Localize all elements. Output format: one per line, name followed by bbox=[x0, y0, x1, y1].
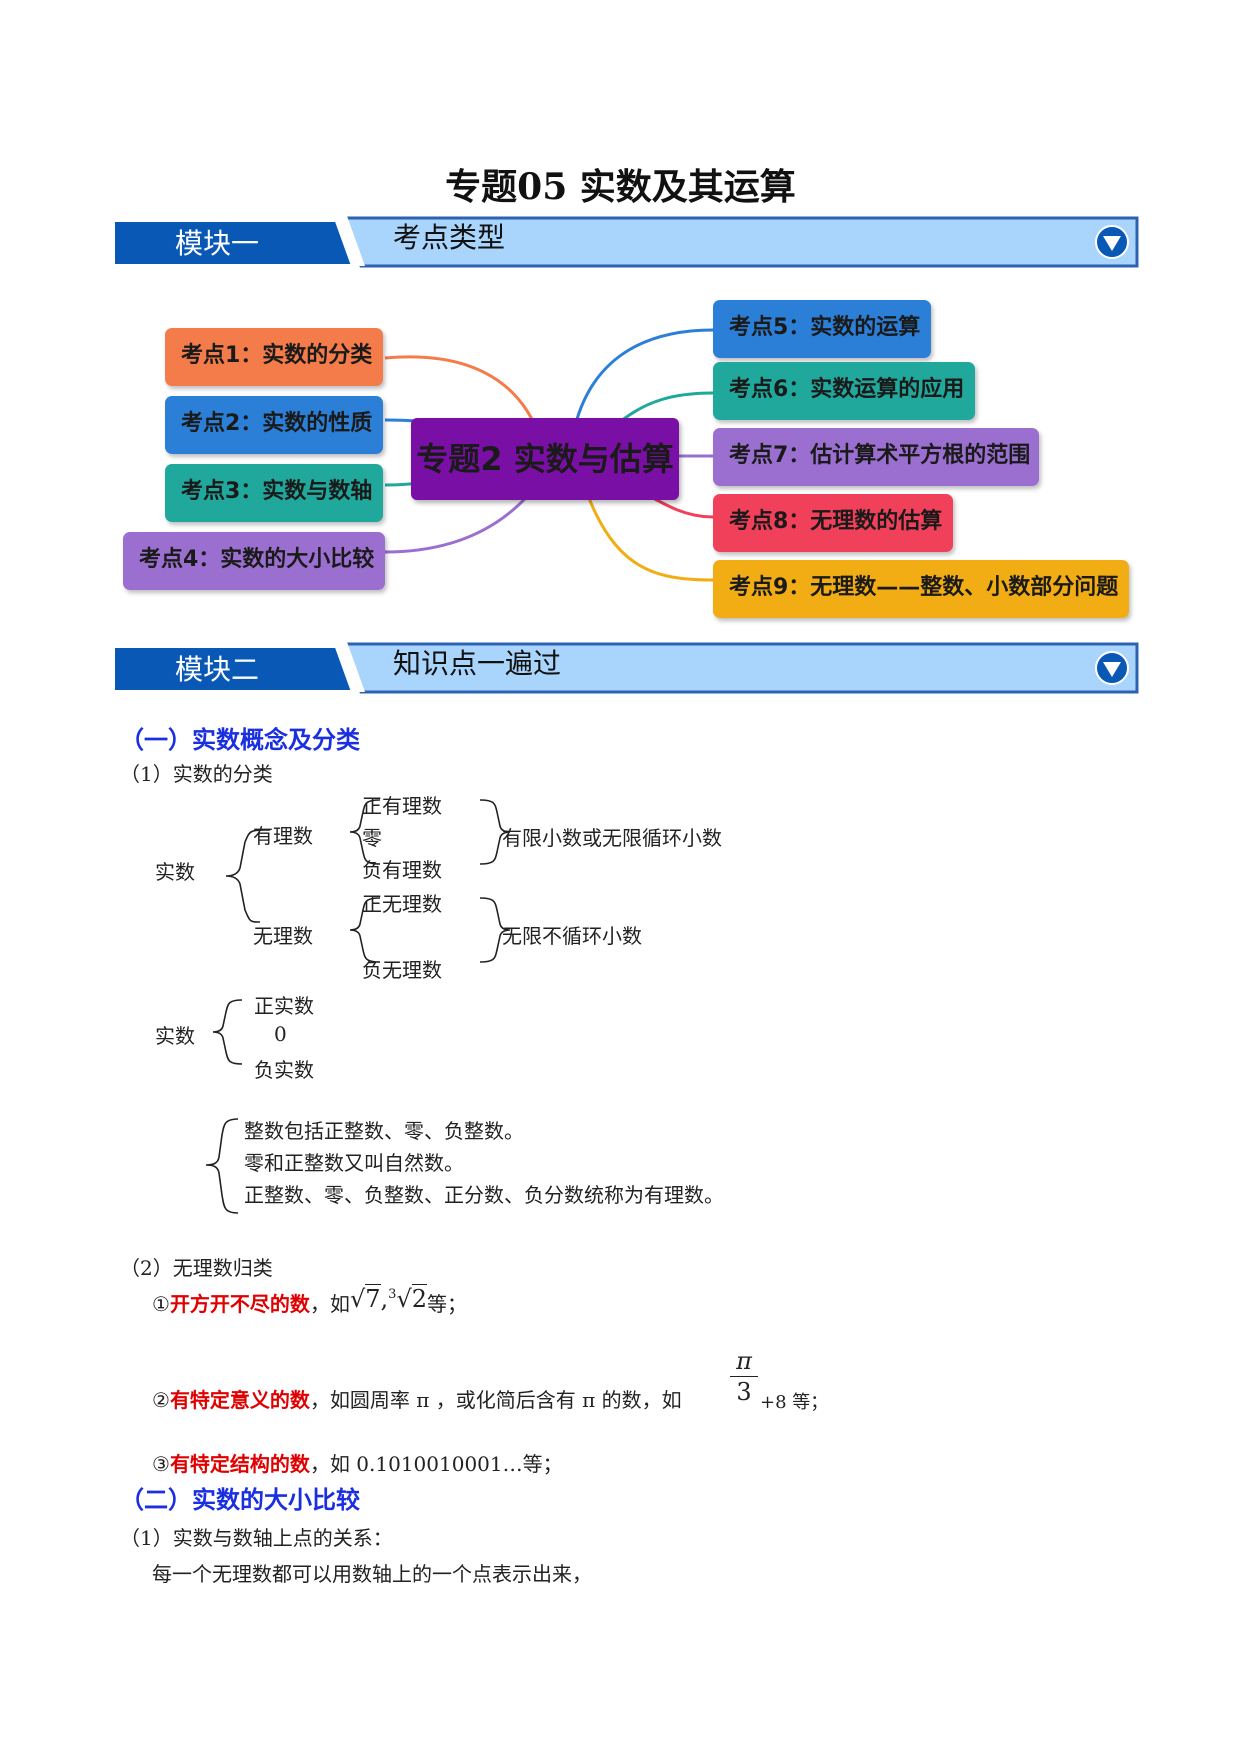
tree-positive-rational: 正有理数 bbox=[362, 794, 442, 818]
section-heading-1: （一）实数概念及分类 bbox=[120, 726, 360, 754]
tree-braces bbox=[225, 799, 511, 963]
tree-positive-irrational: 正无理数 bbox=[362, 892, 442, 916]
expr-comma: , bbox=[380, 1285, 389, 1313]
collapse-toggle-icon[interactable] bbox=[1094, 650, 1130, 686]
tree-irrational-note: 无限不循环小数 bbox=[502, 924, 642, 948]
item-number: ③ bbox=[152, 1452, 170, 1476]
mind-map: 考点1：实数的分类 考点2：实数的性质 考点3：实数与数轴 考点4：实数的大小比… bbox=[115, 290, 1145, 630]
item-text: ，如圆周率 π ，或化简后含有 π 的数，如 bbox=[309, 1388, 682, 1412]
tree-negative-rational: 负有理数 bbox=[362, 858, 442, 882]
subheading-irrational: （2）无理数归类 bbox=[120, 1256, 273, 1280]
tree2-zero: 0 bbox=[274, 1022, 287, 1046]
mindmap-node-3: 考点3：实数与数轴 bbox=[165, 464, 383, 522]
tree-irrational: 无理数 bbox=[253, 924, 313, 948]
item-text: ，如 bbox=[309, 1292, 350, 1316]
item-keyword: 有特定结构的数 bbox=[169, 1452, 310, 1476]
item-number: ① bbox=[152, 1292, 170, 1316]
module-name: 知识点一遍过 bbox=[393, 647, 562, 680]
section-heading-2: （二）实数的大小比较 bbox=[120, 1486, 360, 1514]
item-number: ② bbox=[152, 1388, 170, 1412]
note-line-2: 零和正整数又叫自然数。 bbox=[244, 1151, 464, 1175]
mindmap-node-4: 考点4：实数的大小比较 bbox=[123, 532, 385, 590]
subheading-number-line: （1）实数与数轴上点的关系： bbox=[120, 1526, 393, 1550]
page-title: 专题05 实数及其运算 bbox=[445, 166, 796, 208]
mindmap-node-6: 考点6：实数运算的应用 bbox=[713, 362, 975, 420]
note-line-1: 整数包括正整数、零、负整数。 bbox=[244, 1119, 524, 1143]
notes-brace bbox=[205, 1118, 239, 1214]
tree-zero: 零 bbox=[362, 826, 382, 850]
body-line-1: 每一个无理数都可以用数轴上的一个点表示出来， bbox=[152, 1562, 592, 1586]
item-text: ，如 0.1010010001…等； bbox=[309, 1452, 563, 1476]
tree2-root: 实数 bbox=[155, 1024, 195, 1048]
mindmap-node-2: 考点2：实数的性质 bbox=[165, 396, 383, 454]
tree-rational: 有理数 bbox=[253, 824, 313, 848]
classification-tree: 实数 有理数 正有理数 零 负有理数 有限小数或无限循环小数 无理数 正无理数 … bbox=[150, 790, 850, 990]
module-band bbox=[115, 216, 1139, 268]
collapse-toggle-icon[interactable] bbox=[1094, 224, 1130, 260]
tree-negative-irrational: 负无理数 bbox=[362, 958, 442, 982]
fraction-pi-over-3: π 3 bbox=[730, 1346, 758, 1407]
module-banner-1: 模块一 考点类型 bbox=[115, 216, 1142, 268]
tree-rational-note: 有限小数或无限循环小数 bbox=[502, 826, 722, 850]
tree-root: 实数 bbox=[155, 860, 195, 884]
irrational-item-3: ③有特定结构的数，如 0.1010010001…等； bbox=[152, 1448, 563, 1477]
mindmap-node-1: 考点1：实数的分类 bbox=[165, 328, 383, 386]
sqrt-seven: √7 bbox=[349, 1284, 381, 1313]
fraction-denominator: 3 bbox=[736, 1378, 752, 1406]
module-banner-2: 模块二 知识点一遍过 bbox=[115, 642, 1142, 694]
item-tail: +8 等； bbox=[760, 1392, 829, 1413]
note-line-3: 正整数、零、负整数、正分数、负分数统称为有理数。 bbox=[244, 1183, 724, 1207]
item-keyword: 开方开不尽的数 bbox=[169, 1292, 310, 1316]
subheading-classification: （1）实数的分类 bbox=[120, 762, 273, 786]
tree2-negative: 负实数 bbox=[254, 1058, 314, 1082]
fraction-numerator: π bbox=[730, 1346, 758, 1377]
module-number: 模块二 bbox=[175, 653, 260, 686]
tree-braces bbox=[212, 999, 243, 1065]
module-number: 模块一 bbox=[175, 227, 260, 260]
mindmap-node-9: 考点9：无理数——整数、小数部分问题 bbox=[713, 560, 1129, 618]
mindmap-node-5: 考点5：实数的运算 bbox=[713, 300, 931, 358]
mindmap-node-8: 考点8：无理数的估算 bbox=[713, 494, 953, 552]
mindmap-center: 专题2 实数与估算 bbox=[411, 418, 679, 500]
cbrt-two: 3√2 bbox=[388, 1284, 428, 1313]
classification-tree-2: 实数 正实数 0 负实数 bbox=[150, 990, 450, 1090]
item-keyword: 有特定意义的数 bbox=[169, 1388, 310, 1412]
integer-notes: 整数包括正整数、零、负整数。 零和正整数又叫自然数。 正整数、零、负整数、正分数… bbox=[200, 1115, 840, 1225]
module-name: 考点类型 bbox=[393, 221, 506, 254]
item-tail: 等； bbox=[427, 1292, 468, 1316]
irrational-item-2: ②有特定意义的数，如圆周率 π ，或化简后含有 π 的数，如 bbox=[152, 1384, 682, 1413]
irrational-item-1: ①开方开不尽的数，如√7,3√2等； bbox=[152, 1284, 468, 1328]
mindmap-node-7: 考点7：估计算术平方根的范围 bbox=[713, 428, 1039, 486]
module-band bbox=[115, 642, 1139, 694]
tree2-positive: 正实数 bbox=[254, 994, 314, 1018]
